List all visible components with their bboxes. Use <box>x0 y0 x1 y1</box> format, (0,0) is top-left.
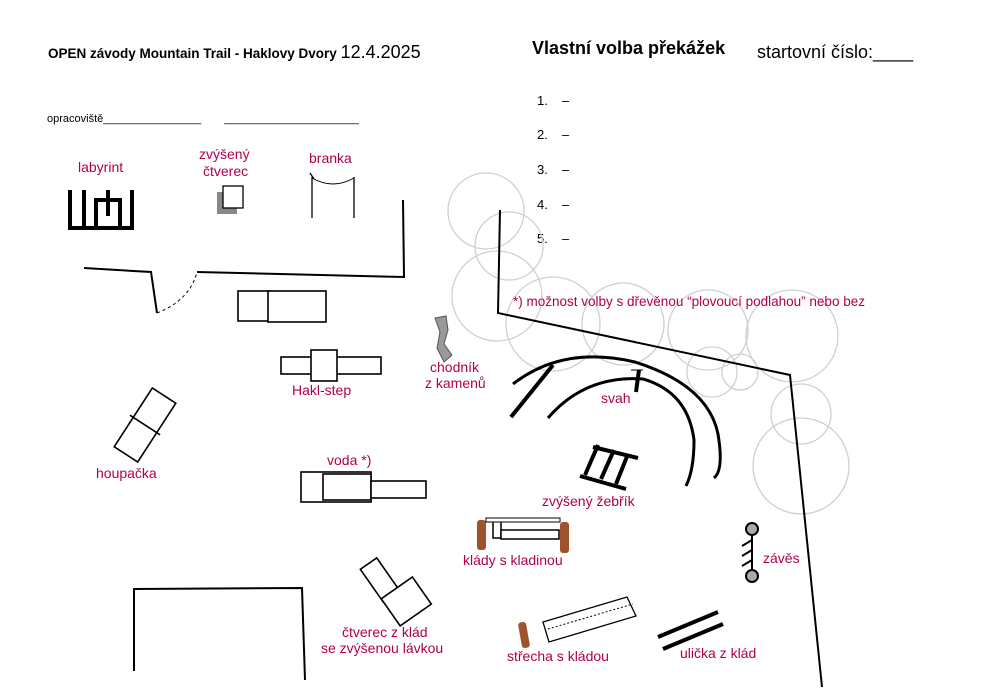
curtain-obstacle <box>741 522 759 583</box>
stone-path-obstacle <box>434 315 453 363</box>
label-gate: branka <box>309 150 352 166</box>
label-water: voda *) <box>327 452 372 468</box>
label-stone-path-2: z kamenů <box>425 375 486 391</box>
raised-ladder-obstacle <box>579 444 639 491</box>
workplace-label: opracoviště________________ <box>47 113 202 125</box>
logs-beam-obstacle <box>477 517 569 553</box>
label-labyrint: labyrint <box>78 159 124 175</box>
slope-obstacle <box>509 355 722 487</box>
choice-item[interactable]: 2.– <box>537 127 570 142</box>
water-obstacle <box>300 471 427 503</box>
label-raised-square-2: čtverec <box>203 163 249 179</box>
fence-lines <box>83 199 823 688</box>
start-number-field[interactable]: startovní číslo:____ <box>757 42 914 62</box>
label-slope: svah <box>601 390 631 406</box>
label-log-alley: ulička z klád <box>680 645 757 661</box>
trees <box>447 172 850 515</box>
gate-arc <box>156 271 198 314</box>
label-curtain: závěs <box>763 550 800 566</box>
label-raised-square-1: zvýšený <box>199 146 250 162</box>
log-square-obstacle <box>359 556 433 627</box>
label-seesaw: houpačka <box>96 465 157 481</box>
label-roof-log: střecha s kládou <box>507 648 609 664</box>
label-stone-path-1: chodník <box>430 359 480 375</box>
event-title: OPEN závody Mountain Trail - Haklovy Dvo… <box>48 42 421 63</box>
labyrinth-obstacle <box>68 190 134 230</box>
seesaw-obstacle <box>113 386 177 464</box>
raised-square-obstacle <box>217 185 244 214</box>
bridge-obstacle <box>237 290 327 323</box>
label-logs-beam: klády s kladinou <box>463 552 563 568</box>
label-log-square-1: čtverec z klád <box>342 624 428 640</box>
label-raised-ladder: zvýšený žebřík <box>542 493 635 509</box>
choice-title: Vlastní volba překážek <box>532 38 726 58</box>
event-title-text: OPEN závody Mountain Trail - Haklovy Dvo… <box>48 46 337 61</box>
log-alley-obstacle <box>657 610 724 651</box>
event-date: 12.4.2025 <box>340 42 421 62</box>
choice-item[interactable]: 3.– <box>537 162 570 177</box>
workplace-field[interactable]: opracoviště________________ ____________… <box>47 113 359 125</box>
roof-log-obstacle <box>518 596 637 649</box>
label-haklstep: Hakl-step <box>292 382 352 398</box>
choice-item[interactable]: 4.– <box>537 197 570 212</box>
workplace-line[interactable]: ______________________ <box>224 113 359 125</box>
haklstep-obstacle <box>280 349 382 382</box>
label-log-square-2: se zvýšenou lávkou <box>321 640 444 656</box>
footnote: *) možnost volby s dřevěnou “plovoucí po… <box>513 294 865 309</box>
choice-item[interactable]: 1.– <box>537 93 570 108</box>
gate-obstacle <box>309 172 355 218</box>
